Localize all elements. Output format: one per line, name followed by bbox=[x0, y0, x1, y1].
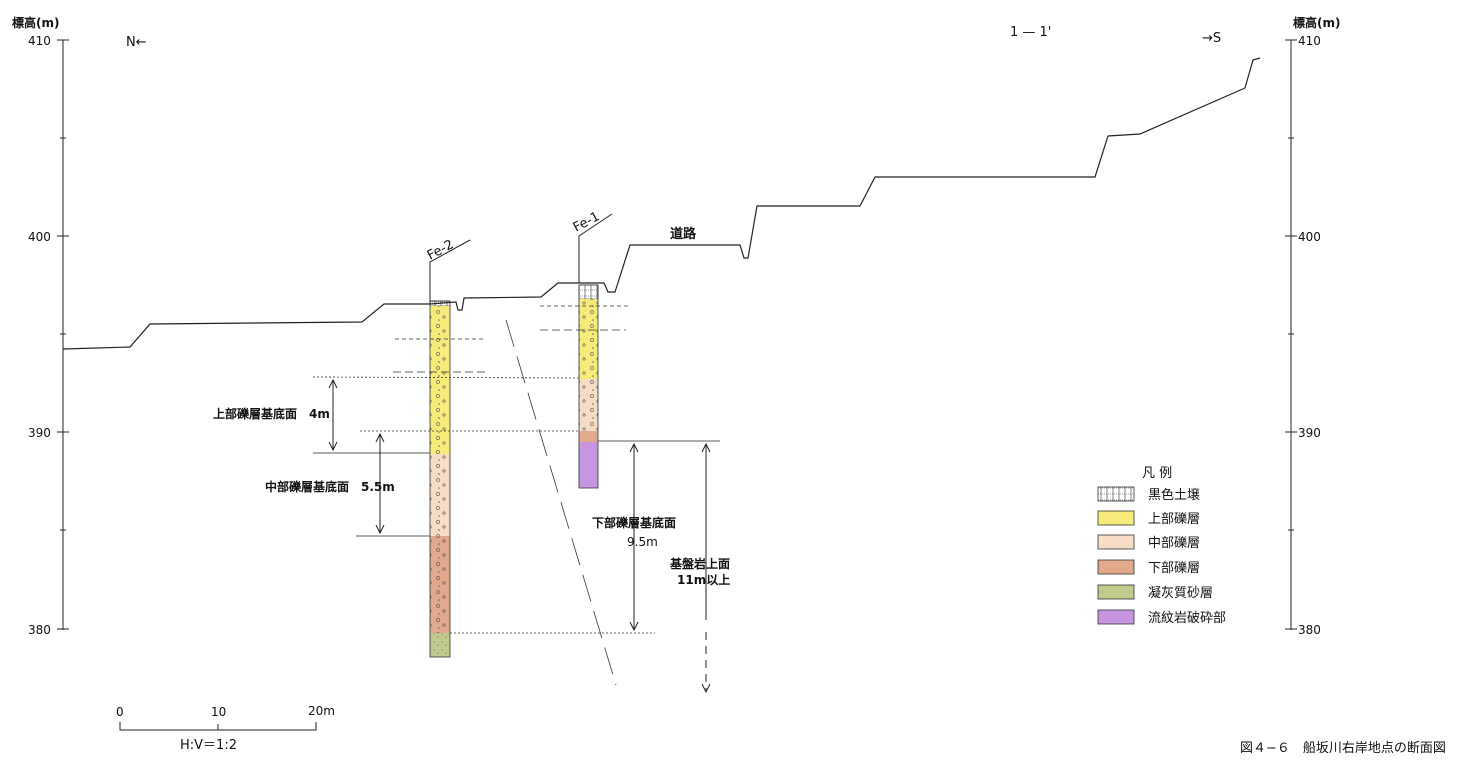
legend-item: 黒色土壌 bbox=[1097, 486, 1200, 503]
legend-item: 流紋岩破砕部 bbox=[1097, 609, 1226, 626]
left-tick-390: 390 bbox=[28, 426, 51, 440]
legend: 凡 例 黒色土壌 上部礫層 中部礫層 下部礫層 凝灰質砂層 流紋岩破砕部 bbox=[1097, 466, 1226, 626]
legend-title: 凡 例 bbox=[1142, 466, 1172, 481]
legend-swatch-upper-gravel bbox=[1097, 510, 1135, 526]
legend-label-tuff-sand: 凝灰質砂層 bbox=[1148, 585, 1213, 601]
right-tick-400: 400 bbox=[1298, 230, 1321, 244]
legend-label-black-soil: 黒色土壌 bbox=[1148, 487, 1200, 503]
legend-label-middle-gravel: 中部礫層 bbox=[1148, 535, 1200, 551]
legend-swatch-black-soil bbox=[1097, 486, 1135, 502]
legend-swatch-rhyolite-fracture bbox=[1097, 609, 1135, 625]
scale-bar: 0 10 20m H:V＝1:2 bbox=[116, 704, 335, 753]
scale-label-10: 10 bbox=[211, 705, 226, 719]
figure-caption: 図４−６ 船坂川右岸地点の断面図 bbox=[1240, 741, 1446, 756]
right-axis-title: 標高(m) bbox=[1293, 15, 1340, 30]
bedrock-top-label: 基盤岩上面 bbox=[669, 556, 730, 571]
legend-label-lower-gravel: 下部礫層 bbox=[1148, 560, 1200, 576]
legend-label-rhyolite-fracture: 流紋岩破砕部 bbox=[1148, 611, 1226, 626]
borehole-fe1-label: Fe-1 bbox=[571, 209, 603, 235]
legend-item: 上部礫層 bbox=[1097, 510, 1200, 527]
lower-gravel-base-label: 下部礫層基底面 bbox=[592, 515, 676, 530]
legend-swatch-middle-gravel bbox=[1097, 534, 1135, 550]
scale-label-20: 20m bbox=[308, 704, 335, 718]
left-tick-400: 400 bbox=[28, 230, 51, 244]
bedrock-top-value: 11m以上 bbox=[677, 572, 730, 587]
ground-surface-line bbox=[62, 57, 1261, 350]
scale-ratio: H:V＝1:2 bbox=[180, 738, 237, 753]
left-elevation-axis: 標高(m) 410 400 390 380 bbox=[12, 15, 69, 637]
section-label: 1 — 1' bbox=[1010, 25, 1051, 40]
north-direction-label: N← bbox=[126, 35, 147, 50]
borehole-fe1: Fe-1 bbox=[571, 209, 613, 489]
correlation-lines bbox=[312, 305, 720, 686]
right-tick-380: 380 bbox=[1298, 623, 1321, 637]
left-tick-410: 410 bbox=[28, 34, 51, 48]
legend-item: 凝灰質砂層 bbox=[1097, 584, 1213, 601]
left-axis-title: 標高(m) bbox=[12, 15, 59, 30]
borehole-fe2-label: Fe-2 bbox=[425, 237, 457, 263]
legend-item: 中部礫層 bbox=[1097, 534, 1200, 551]
road-label: 道路 bbox=[670, 226, 697, 242]
lower-gravel-base-value: 9.5m bbox=[627, 535, 658, 549]
legend-label-upper-gravel: 上部礫層 bbox=[1148, 511, 1200, 527]
right-tick-410: 410 bbox=[1298, 34, 1321, 48]
borehole-fe2: Fe-2 bbox=[425, 237, 471, 658]
legend-item: 下部礫層 bbox=[1097, 559, 1200, 576]
upper-gravel-base-label: 上部礫層基底面 4m bbox=[213, 406, 330, 421]
legend-swatch-tuff-sand bbox=[1097, 584, 1135, 600]
legend-swatch-lower-gravel bbox=[1097, 559, 1135, 575]
right-tick-390: 390 bbox=[1298, 426, 1321, 440]
south-direction-label: →S bbox=[1202, 31, 1221, 46]
thickness-arrows bbox=[328, 378, 711, 694]
left-tick-380: 380 bbox=[28, 623, 51, 637]
scale-label-0: 0 bbox=[116, 705, 124, 719]
middle-gravel-base-label: 中部礫層基底面 5.5m bbox=[265, 479, 395, 494]
right-elevation-axis: 標高(m) 410 400 390 380 bbox=[1285, 15, 1340, 637]
